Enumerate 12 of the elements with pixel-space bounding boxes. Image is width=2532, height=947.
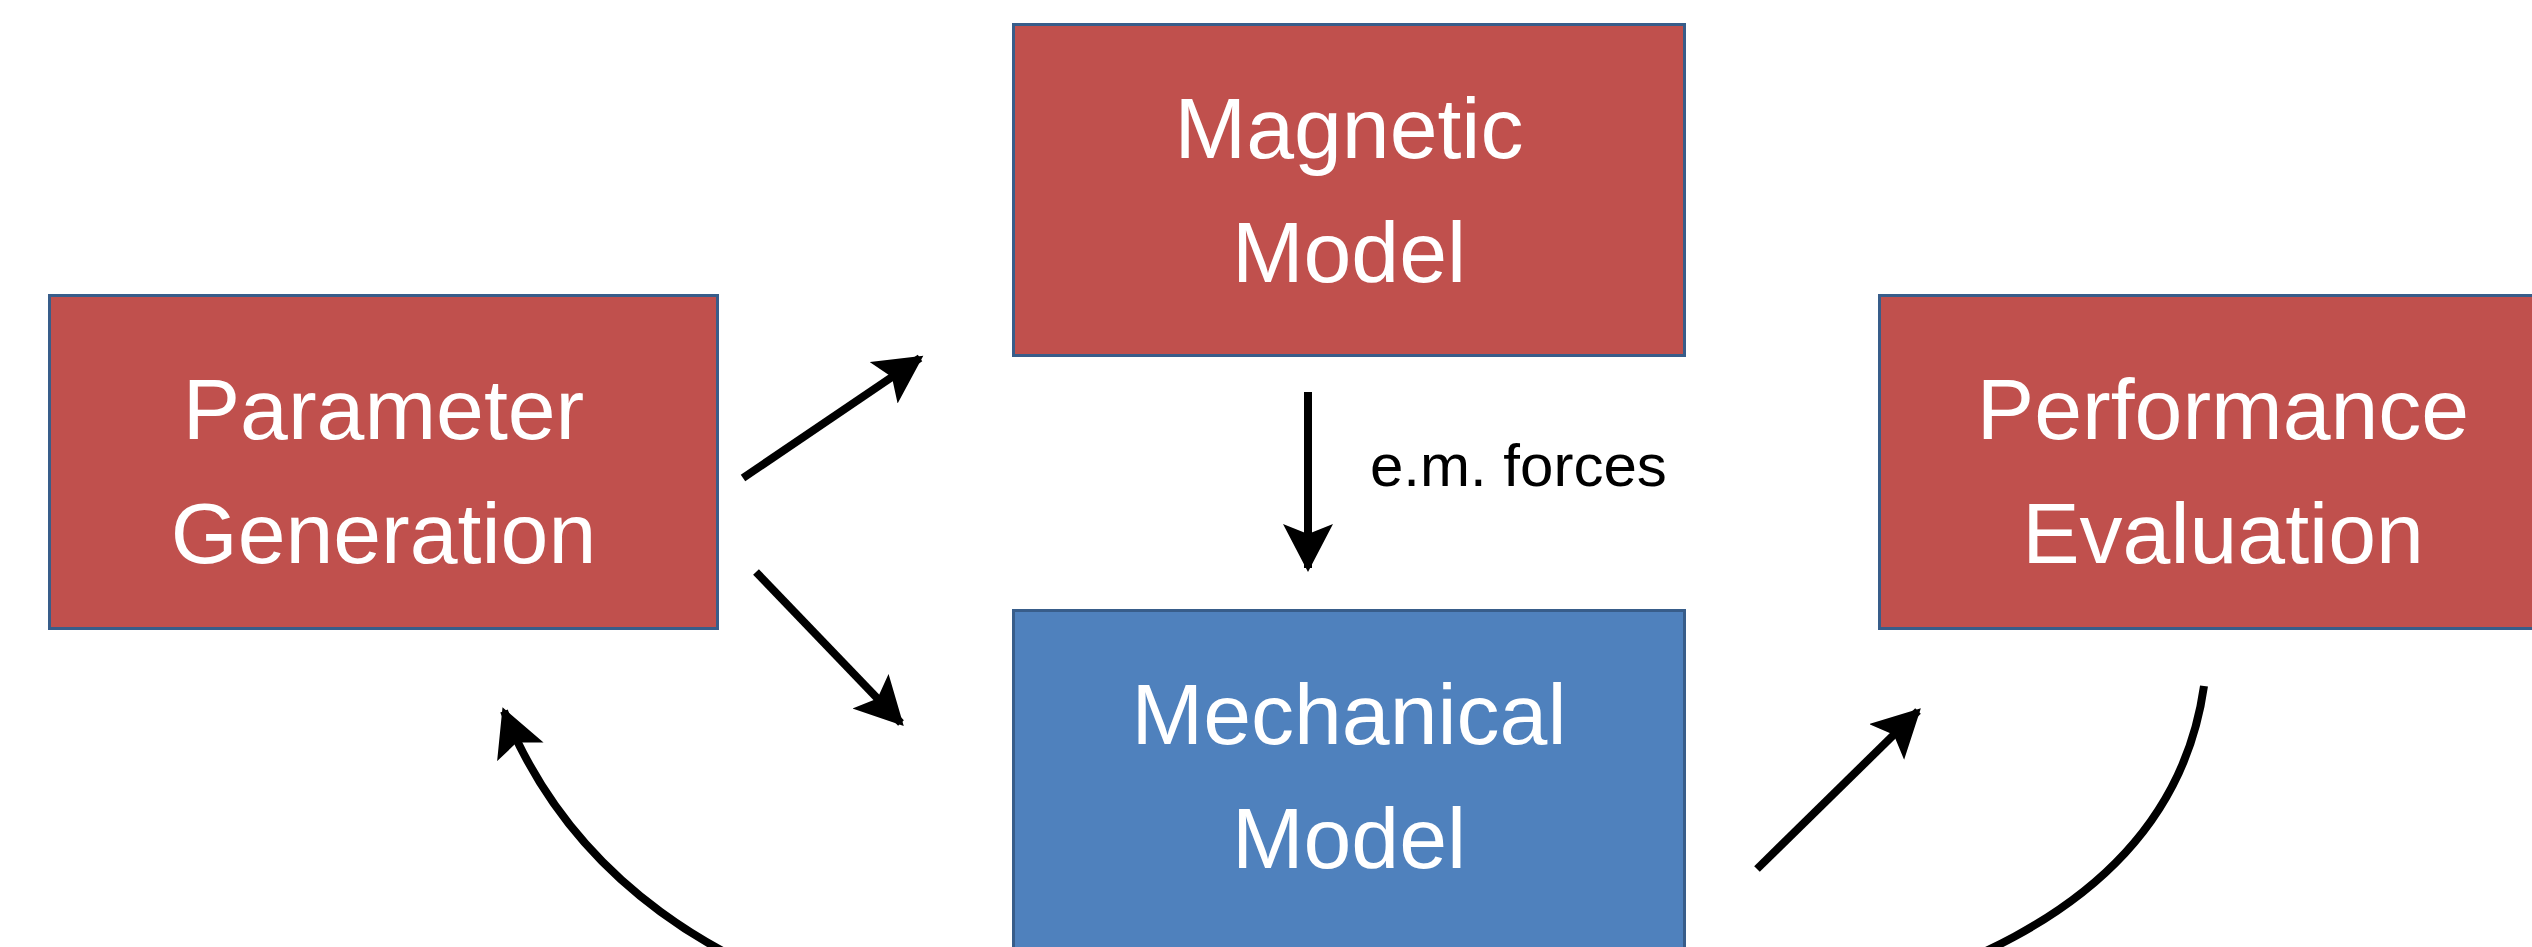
box-label: Performance Evaluation xyxy=(1975,360,2471,583)
arrow xyxy=(1754,708,1921,872)
box-label: Magnetic Model xyxy=(1173,79,1525,302)
arrow xyxy=(499,685,2208,947)
process-box xyxy=(1012,609,1686,947)
process-box xyxy=(1012,23,1686,357)
process-box xyxy=(48,294,719,630)
arrow xyxy=(753,569,904,726)
arrow xyxy=(740,354,924,482)
process-box xyxy=(1878,294,2532,630)
box-label: Parameter Generation xyxy=(169,360,598,583)
box-label: Mechanical Model xyxy=(1130,665,1568,888)
